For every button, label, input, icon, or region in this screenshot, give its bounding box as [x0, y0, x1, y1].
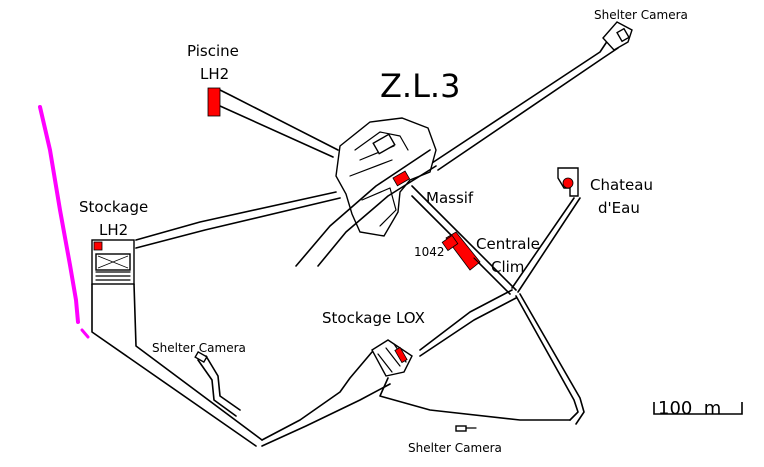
label-stockage-lh2-line2: LH2	[99, 221, 128, 239]
label-stockage-lox: Stockage LOX	[322, 309, 425, 327]
launch-channel	[295, 149, 431, 267]
road-junction-lox	[419, 289, 513, 351]
label-shelter-camera-left: Shelter Camera	[152, 341, 246, 355]
label-chateau-line1: Chateau	[590, 176, 653, 194]
boundary-line-end	[80, 328, 90, 339]
label-piscine-line1: Piscine	[187, 42, 239, 60]
road-massif-junction	[411, 185, 517, 291]
label-code-1042: 1042	[414, 245, 445, 259]
road-junction-south	[515, 295, 579, 421]
road-to-top-shelter-edge	[437, 47, 619, 171]
launch-complex	[335, 117, 437, 237]
label-stockage-lh2-line1: Stockage	[79, 198, 148, 216]
road-chateau	[511, 197, 575, 289]
zone-title: Z.L.3	[380, 67, 460, 105]
road-piscine	[219, 89, 339, 151]
road-to-top-shelter	[431, 39, 609, 164]
road-left-shelter	[197, 359, 237, 417]
scale-bar-line	[653, 402, 743, 415]
road-stockage-lh2	[135, 191, 337, 241]
label-chateau-line2: d'Eau	[598, 199, 640, 217]
scale-bar-label: 100 m	[658, 398, 721, 419]
boundary-line	[38, 105, 80, 324]
bottom-shelter	[455, 425, 467, 432]
road-lh2-south	[91, 283, 257, 447]
piscine-lh2-pool	[207, 87, 221, 117]
stockage-lox	[371, 339, 413, 377]
label-centrale-line1: Centrale	[476, 235, 540, 253]
label-shelter-camera-bottom: Shelter Camera	[408, 441, 502, 455]
launch-hazard-marker	[392, 170, 411, 187]
label-centrale-line2: Clim	[491, 258, 524, 276]
label-massif: Massif	[426, 189, 474, 207]
label-piscine-line2: LH2	[200, 65, 229, 83]
label-shelter-camera-top: Shelter Camera	[594, 8, 688, 22]
